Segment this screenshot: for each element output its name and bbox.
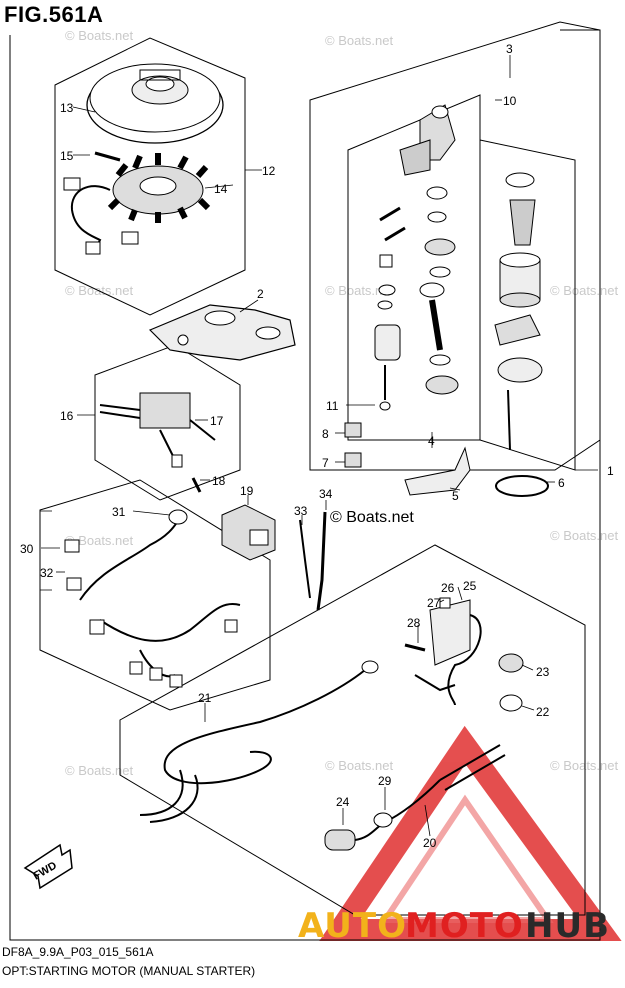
part-label: 17	[210, 414, 224, 428]
part-label: 32	[40, 566, 54, 580]
figure-code: DF8A_9.9A_P03_015_561A	[2, 945, 154, 959]
watermark-main: © Boats.net	[330, 509, 414, 526]
key-switch	[324, 744, 506, 851]
part-label: 26	[441, 581, 455, 595]
cable-clamp	[316, 511, 327, 611]
part-label: 22	[536, 705, 550, 719]
watermark-text: © Boats.net	[325, 283, 394, 298]
part-label: 11	[326, 399, 339, 413]
watermark-text: © Boats.net	[550, 758, 619, 773]
part-label: 6	[558, 476, 565, 490]
part-label: 5	[452, 489, 459, 503]
part-label: 1	[607, 464, 614, 478]
part-label: 24	[336, 795, 350, 809]
watermark-text: © Boats.net	[65, 533, 134, 548]
mounting-bracket	[148, 304, 296, 361]
relay-bracket	[344, 452, 362, 468]
part-label: 25	[463, 579, 477, 593]
starter-outer-box	[309, 21, 601, 471]
part-label: 33	[294, 504, 308, 518]
stator-coil	[63, 153, 211, 255]
brand-hub: HUB	[525, 906, 610, 946]
extension-harness	[139, 660, 379, 823]
brand-logo-triangle	[319, 725, 622, 941]
part-label: 20	[423, 836, 437, 850]
flywheel	[86, 63, 224, 144]
part-label: 2	[257, 287, 264, 301]
part-label: 30	[20, 542, 34, 556]
part-label: 28	[407, 616, 421, 630]
switch-bracket	[404, 597, 482, 706]
figure-caption: OPT:STARTING MOTOR (MANUAL STARTER)	[2, 964, 256, 978]
part-label: 15	[60, 149, 74, 163]
switch-washer	[499, 694, 523, 712]
starter-motor-assembly	[374, 104, 543, 451]
part-label: 31	[112, 505, 126, 519]
part-label: 23	[536, 665, 550, 679]
wiring-kit-box	[119, 544, 586, 916]
watermark-text: © Boats.net	[325, 33, 394, 48]
switch-cap	[498, 653, 524, 673]
brand-auto: AUTO	[298, 906, 407, 946]
part-label: 13	[60, 101, 74, 115]
part-label: 4	[428, 434, 435, 448]
part-label: 7	[322, 456, 329, 470]
stator-bolt	[94, 151, 121, 162]
regulator-bolt	[191, 477, 202, 493]
part-label: 18	[212, 474, 226, 488]
watermark-text: © Boats.net	[550, 528, 619, 543]
part-label: 12	[262, 164, 276, 178]
brand-moto: MOTO	[405, 906, 524, 946]
figure-title: FIG.561A	[4, 2, 104, 27]
starter-bracket	[404, 446, 471, 496]
watermark-text: © Boats.net	[65, 763, 134, 778]
part-label: 14	[214, 182, 228, 196]
fwd-arrow-icon: FWD	[23, 843, 73, 890]
watermark-text: © Boats.net	[325, 758, 394, 773]
flywheel-group-box	[54, 37, 246, 316]
leader-lines	[39, 55, 598, 837]
starter-band	[495, 475, 549, 497]
part-label: 3	[506, 42, 513, 56]
watermark-text: © Boats.net	[550, 283, 619, 298]
watermark-text: © Boats.net	[65, 28, 134, 43]
part-label: 8	[322, 427, 329, 441]
part-label: 27	[427, 596, 441, 610]
outer-frame	[9, 29, 601, 941]
brand-wordmark: AUTO MOTO HUB	[298, 906, 610, 946]
part-label: 10	[503, 94, 517, 108]
harness-group-box	[39, 479, 271, 711]
main-harness	[64, 509, 241, 688]
cable-tie	[299, 519, 311, 599]
part-label: 16	[60, 409, 74, 423]
rectifier-regulator	[99, 392, 216, 468]
control-module	[221, 504, 276, 561]
part-label: 29	[378, 774, 392, 788]
starter-relay	[344, 422, 362, 438]
part-label: 19	[240, 484, 254, 498]
part-label: 34	[319, 487, 333, 501]
part-label: 21	[198, 691, 212, 705]
